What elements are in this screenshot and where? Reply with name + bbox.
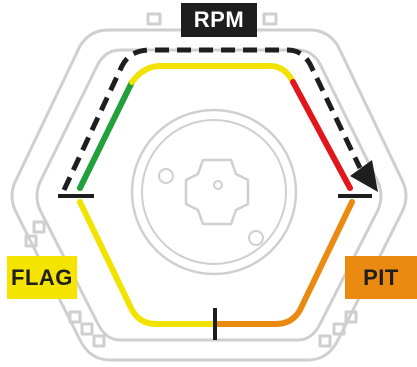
rim-notch [332,322,346,336]
hub-inner-ring [141,119,287,265]
pit-led-orange-segment [215,199,355,327]
hub-bolt [213,180,223,190]
rpm-label-badge: RPM [181,3,257,37]
wheel-inner-contour [35,48,383,342]
rim-notch [262,12,278,26]
hub-mount-icon [184,158,250,226]
rim-notch [92,334,106,348]
rim-notch [80,322,94,336]
flag-led-yellow-segment [77,199,215,327]
hub-outer-ring [130,108,298,276]
rpm-led-red-segment [290,79,353,191]
rpm-led-green-segment [77,79,135,191]
rpm-led-yellow-segment [129,63,296,85]
hub-bolt [158,168,174,184]
rim-notch [32,220,46,234]
rim-notch [24,234,38,248]
rim-notch [344,310,358,324]
rim-notch [146,12,162,26]
wheel-outline [10,12,408,362]
rim-notch [318,334,332,348]
rpm-direction-dashed-line [61,47,363,192]
rim-notch [68,310,82,324]
pit-label-badge: PIT [345,256,417,299]
wheel-outer-contour [10,28,408,362]
hub-bolt [248,230,264,246]
flag-label-badge: FLAG [7,256,77,299]
arrow-head-icon [350,160,378,192]
